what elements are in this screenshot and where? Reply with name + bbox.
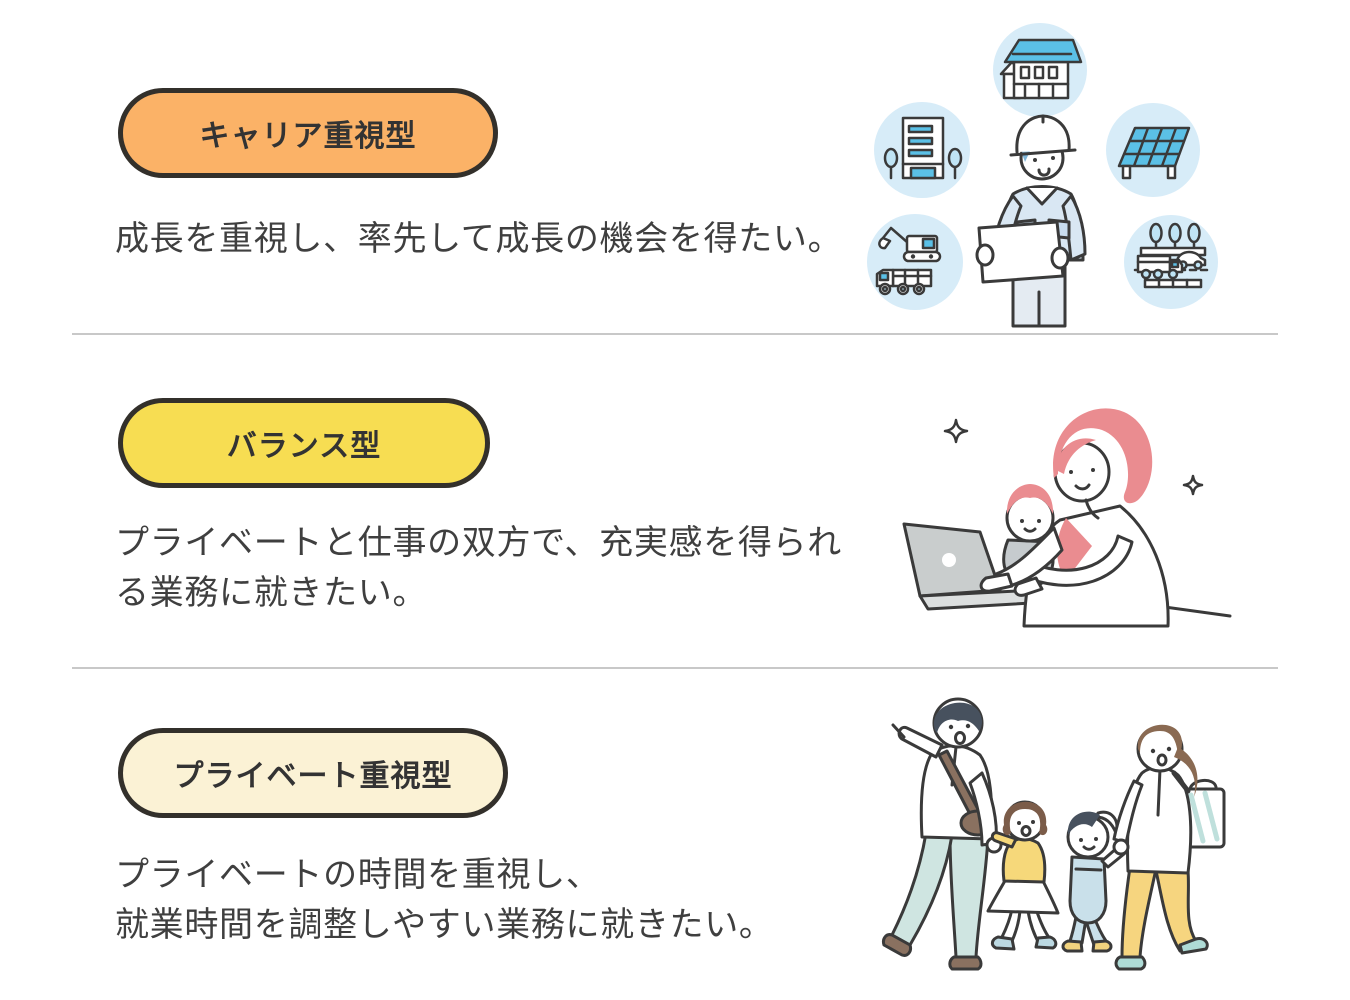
worker-figure — [975, 114, 1087, 328]
private-illustration — [878, 685, 1243, 993]
tote-bag-icon — [1180, 779, 1226, 849]
career-illustration-svg — [867, 23, 1218, 328]
balance-illustration — [878, 378, 1238, 628]
balance-illustration-svg — [902, 408, 1232, 628]
mother-figure — [1112, 724, 1226, 971]
excavator-truck-icon — [875, 226, 942, 296]
mother-head — [1053, 408, 1153, 520]
section-divider — [72, 333, 1278, 335]
father-figure — [882, 697, 1003, 971]
description-line: プライベートの時間を重視し、 — [115, 856, 601, 894]
sparkle-icon — [943, 418, 969, 444]
office-building-icon — [883, 116, 963, 180]
career-illustration — [855, 8, 1240, 328]
description-line: 就業時間を調整しやすい業務に就きたい。 — [115, 906, 774, 944]
description-line: 成長を重視し、率先して成長の機会を得たい。 — [115, 220, 843, 258]
badge-balance-type: バランス型 — [118, 398, 490, 488]
sparkle-icon — [1182, 474, 1204, 496]
solar-panel-icon — [1117, 126, 1191, 180]
badge-private-type: プライベート重視型 — [118, 728, 508, 818]
mother-arms — [979, 526, 1134, 597]
description-private: プライベートの時間を重視し、 就業時間を調整しやすい業務に就きたい。 — [115, 850, 774, 950]
description-line: る業務に就きたい。 — [115, 574, 428, 612]
house-icon — [999, 38, 1083, 100]
girl-figure — [986, 800, 1060, 951]
badge-career-type: キャリア重視型 — [118, 88, 498, 178]
description-line: プライベートと仕事の双方で、充実感を得られ — [115, 524, 842, 562]
description-balance: プライベートと仕事の双方で、充実感を得られ る業務に就きたい。 — [115, 518, 842, 618]
private-illustration-svg — [882, 697, 1226, 971]
road-traffic-icon — [1133, 222, 1209, 289]
description-career: 成長を重視し、率先して成長の機会を得たい。 — [115, 214, 842, 264]
section-divider — [72, 667, 1278, 669]
